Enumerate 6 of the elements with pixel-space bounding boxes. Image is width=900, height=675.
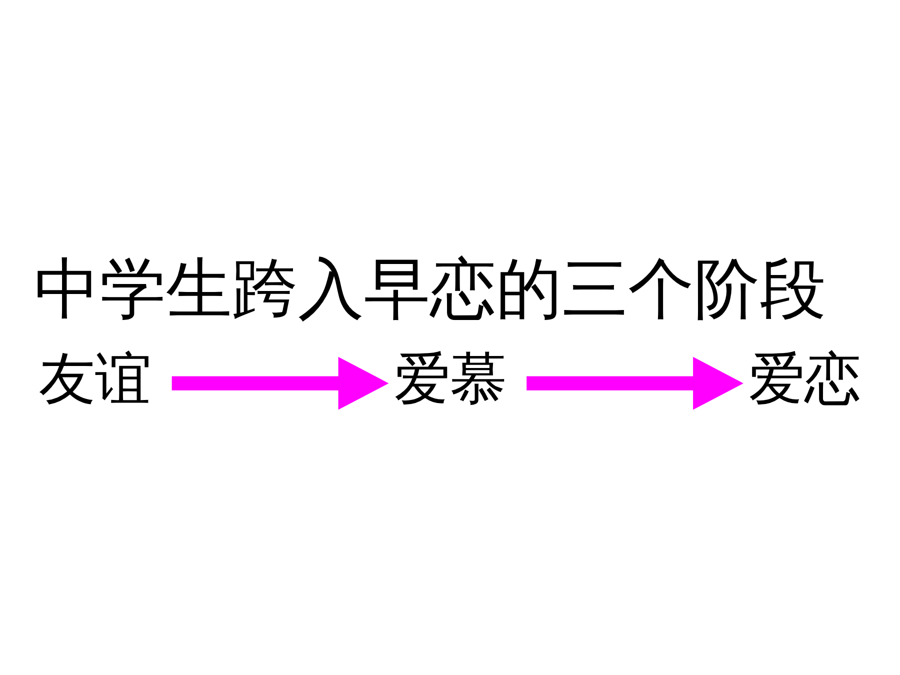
arrow (526, 356, 744, 410)
node-text: 爱恋 (748, 346, 861, 412)
node-text: 爱慕 (394, 346, 506, 412)
node-text: 友谊 (39, 346, 152, 412)
diagram-title: 中学生跨入早恋的三个阶段 (34, 250, 826, 328)
arrow (172, 356, 389, 410)
